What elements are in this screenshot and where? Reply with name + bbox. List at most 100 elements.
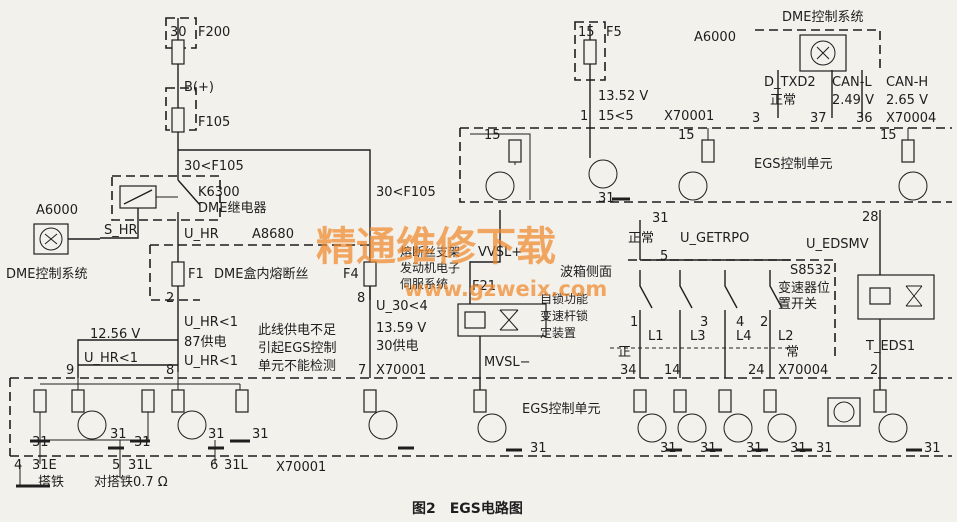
label-lock-2: 变速杆锁	[540, 308, 588, 323]
label-pin8: 8	[166, 363, 174, 378]
label-a6000-left: A6000	[36, 203, 78, 218]
label-87-supply: 87供电	[184, 335, 227, 350]
label-30-f105: 30<F105	[184, 159, 244, 174]
label-ground31-5: 31	[252, 427, 269, 442]
label-egs-unit-bottom: EGS控制单元	[522, 402, 601, 417]
label-dme-system-left: DME控制系统	[6, 267, 87, 282]
label-31l: 31L	[128, 458, 153, 473]
label-gear-switch-1: 变速器位	[778, 280, 830, 296]
label-12-56v: 12.56 V	[90, 327, 140, 342]
label-15-b: 15	[678, 128, 695, 143]
label-f5-num: 15	[578, 25, 595, 40]
label-ground31-b2: 31	[660, 441, 677, 456]
label-pin3: 3	[752, 111, 760, 126]
wire-30-f105-right	[178, 149, 371, 300]
label-30-f105-right: 30<F105	[376, 185, 436, 200]
label-15-c: 15	[880, 128, 897, 143]
label-pin7: 7	[358, 363, 366, 378]
label-lock-3: 定装置	[540, 325, 576, 340]
label-dme-fuse-box: DME盒内熔断丝	[214, 266, 308, 282]
label-a6000-top: A6000	[694, 30, 736, 45]
relay-k6300	[119, 179, 201, 232]
label-gearbox-side: 波箱侧面	[560, 264, 612, 280]
label-pin2-switch: 2	[760, 315, 768, 330]
label-fuse-support-1: 熔断丝支架	[400, 244, 460, 259]
egs-top-internal	[470, 128, 928, 201]
label-ground31-b4: 31	[746, 441, 763, 456]
label-pin14: 14	[664, 363, 681, 378]
label-normal-mid: 正常	[628, 231, 654, 246]
label-ground31-1: 31	[32, 435, 49, 450]
label-fuse-support-2: 发动机电子	[400, 260, 460, 275]
label-can-l: CAN-L	[832, 75, 872, 90]
label-u-hr-lt1-c: U_HR<1	[184, 354, 238, 369]
label-k6300: K6300	[198, 185, 240, 200]
label-31l-b: 31L	[224, 458, 249, 473]
eds-solenoid	[857, 274, 935, 320]
label-fuse-support-3: 伺服系统	[400, 277, 448, 291]
f5-fuse-box	[574, 21, 606, 81]
label-note-line3: 单元不能检测	[258, 359, 336, 374]
label-2-49v: 2.49 V	[832, 93, 874, 108]
watermark-url: www.gzweix.com	[404, 277, 607, 301]
label-x70001-bottom: X70001	[276, 460, 326, 475]
label-f1: F1	[188, 267, 204, 282]
label-b-plus: B(+)	[184, 80, 214, 95]
label-f21: F21	[472, 279, 496, 294]
fuse-f105	[171, 107, 185, 133]
label-normal-top: 正常	[770, 93, 796, 108]
label-ground31-4: 31	[208, 427, 225, 442]
label-30-supply: 30供电	[376, 339, 419, 354]
watermark-text: 精通维修下载	[316, 224, 556, 270]
label-can-h: CAN-H	[886, 75, 928, 90]
label-gear-switch-2: 置开关	[778, 297, 817, 312]
egs-right-internal	[473, 389, 922, 452]
dme-module-top	[777, 34, 863, 118]
wire-vvsl	[469, 210, 501, 320]
label-f4: F4	[343, 267, 359, 282]
label-pin34: 34	[620, 363, 637, 378]
label-x70004-top: X70004	[886, 111, 936, 126]
label-ground-resistance: 对搭铁0.7 Ω	[94, 474, 168, 490]
label-u-edsmv: U_EDSMV	[806, 237, 869, 252]
label-15-a: 15	[484, 128, 501, 143]
label-15-lt5: 15<5	[598, 109, 634, 124]
egs-unit-top-box	[459, 128, 952, 203]
label-pin2-eds: 2	[870, 363, 878, 378]
label-pin37: 37	[810, 111, 827, 126]
label-pin2: 2	[166, 291, 174, 306]
label-l4: L4	[736, 329, 752, 344]
label-chang: 常	[786, 345, 799, 360]
label-f5: F5	[606, 25, 622, 40]
label-pin28: 28	[862, 210, 879, 225]
label-dme-relay: DME继电器	[198, 201, 266, 216]
label-a8680: A8680	[252, 227, 294, 242]
label-ground31-b1: 31	[530, 441, 547, 456]
label-x70001-top: X70001	[664, 109, 714, 124]
label-f200: F200	[198, 25, 230, 40]
dme-module-left	[33, 223, 69, 255]
label-l2: L2	[778, 329, 794, 344]
label-13-59v: 13.59 V	[376, 321, 426, 336]
label-pin31-mid: 31	[652, 211, 669, 226]
dme-fuse-box-boundary	[149, 244, 370, 301]
label-note-line2: 引起EGS控制	[258, 341, 337, 356]
label-u30-lt4: U_30<4	[376, 299, 428, 314]
label-pin3-switch: 3	[700, 315, 708, 330]
label-13-52v: 13.52 V	[598, 89, 648, 104]
label-vvsl: VVSL+	[478, 245, 522, 260]
label-pin8-fuse: 8	[357, 291, 365, 306]
label-f105: F105	[198, 115, 230, 130]
label-pin4: 4	[14, 458, 22, 473]
label-ground31-3: 31	[134, 435, 151, 450]
label-ground: 搭铁	[38, 474, 64, 490]
gear-position-switch	[610, 270, 790, 378]
fuse-f1	[171, 261, 185, 287]
label-ground31-b7: 31	[924, 441, 941, 456]
label-pin36: 36	[856, 111, 873, 126]
gear-switch-box	[628, 259, 836, 360]
fuse-f200	[171, 39, 185, 65]
label-zheng: 正	[618, 345, 631, 360]
label-u-hr-lt1-a: U_HR<1	[184, 315, 238, 330]
